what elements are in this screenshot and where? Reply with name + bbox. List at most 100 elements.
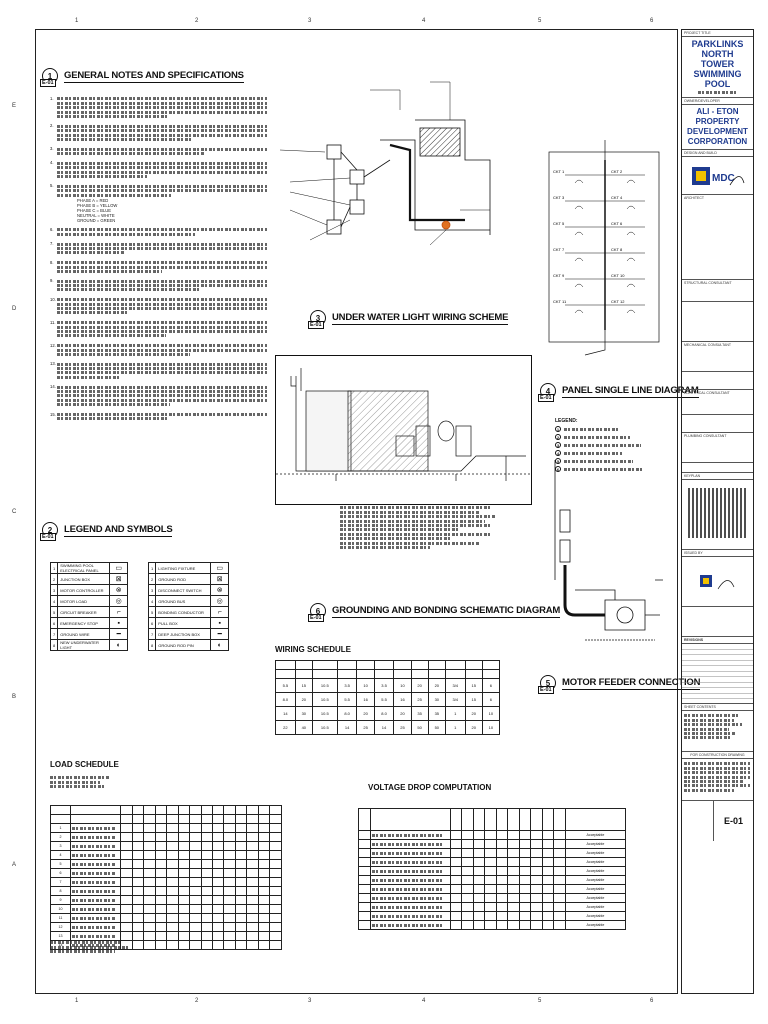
load-cell xyxy=(177,859,191,869)
load-cell xyxy=(166,850,179,860)
general-note-item: 10. xyxy=(50,297,275,316)
load-schedule-header xyxy=(50,775,282,790)
vdrop-header-cell xyxy=(518,808,532,831)
load-cell xyxy=(177,877,191,887)
load-cell xyxy=(257,841,271,851)
load-cell xyxy=(223,868,236,878)
load-row: 5 xyxy=(49,859,282,869)
vdrop-cell xyxy=(495,830,509,840)
breaker-symbol xyxy=(626,205,636,210)
vdrop-cell xyxy=(518,866,532,876)
grid-row-label: B xyxy=(12,694,17,700)
wiring-header-cell xyxy=(393,660,412,670)
electrical-label: ELECTRICAL CONSULTANT xyxy=(682,390,753,415)
note-number: 14. xyxy=(50,384,56,390)
load-cell xyxy=(211,832,225,842)
load-cell xyxy=(234,823,248,833)
load-row: 1 xyxy=(49,823,282,833)
wiring-cell: 3.5 xyxy=(373,678,395,693)
load-cell xyxy=(223,913,236,923)
load-cell xyxy=(234,886,248,896)
load-cell xyxy=(234,859,248,869)
vdrop-cell xyxy=(358,839,371,849)
vdrop-cell xyxy=(507,893,520,903)
load-row: 2 xyxy=(49,832,282,842)
note-number: 13. xyxy=(50,361,56,367)
load-cell xyxy=(143,868,156,878)
load-cell xyxy=(154,832,168,842)
vdrop-cell xyxy=(507,866,520,876)
wiring-cell: 20 xyxy=(356,706,375,721)
grid-column-label: 4 xyxy=(422,998,426,1004)
load-cell xyxy=(131,823,145,833)
sld-circuit-label: CKT 6 xyxy=(611,221,623,226)
load-cell xyxy=(188,904,202,914)
phase-color-note: PHASE B = YELLOW xyxy=(77,202,118,208)
note-number: 4. xyxy=(50,160,54,166)
load-cell xyxy=(234,877,248,887)
load-cell xyxy=(166,886,179,896)
vdrop-cell xyxy=(518,830,532,840)
vdrop-cell xyxy=(358,866,371,876)
load-cell xyxy=(223,859,236,869)
legend-index: 4 xyxy=(49,595,59,607)
project-address xyxy=(682,91,753,98)
vdrop-header-cell xyxy=(541,808,555,831)
grid-column-label: 3 xyxy=(308,18,312,24)
load-row: 8 xyxy=(49,886,282,896)
wiring-cell: 3/4 xyxy=(444,692,466,707)
load-cell xyxy=(154,886,168,896)
load-cell xyxy=(200,886,214,896)
load-cell xyxy=(269,823,282,833)
load-cell xyxy=(120,868,133,878)
wiring-cell: 16 xyxy=(393,692,412,707)
wiring-cell: 20 xyxy=(427,678,446,693)
underwater-title: UNDER WATER LIGHT WIRING SCHEME xyxy=(332,311,509,325)
legend-index: 8 xyxy=(49,639,59,651)
wiring-cell: 10.5 xyxy=(311,692,338,707)
load-cell xyxy=(188,922,202,932)
vdrop-row: Acceptable xyxy=(358,848,627,858)
general-disclaimer xyxy=(682,759,753,801)
wiring-cell: 50 xyxy=(427,720,446,735)
load-cell xyxy=(200,877,214,887)
load-cell xyxy=(257,868,271,878)
load-row: 12 xyxy=(49,922,282,932)
vdrop-cell xyxy=(449,848,463,858)
vdrop-row: Acceptable xyxy=(358,839,627,849)
load-cell xyxy=(246,841,259,851)
load-cell xyxy=(131,877,145,887)
sld-circuit-label: CKT 4 xyxy=(611,195,623,200)
vdrop-row: Acceptable xyxy=(358,911,627,921)
load-cell xyxy=(234,832,248,842)
vdrop-cell xyxy=(541,920,555,930)
vdrop-cell xyxy=(541,884,555,894)
load-cell xyxy=(269,922,282,932)
load-header-cell xyxy=(49,814,72,824)
load-cell xyxy=(257,895,271,905)
wiring-cell: 8.0 xyxy=(373,706,395,721)
vdrop-header-cell xyxy=(461,808,474,831)
vdrop-cell xyxy=(495,857,509,867)
motor-legend-item: 6 xyxy=(555,466,644,472)
load-cell xyxy=(131,859,145,869)
vdrop-cell xyxy=(369,884,451,894)
drawing-status: FOR CONSTRUCTION DRAWING xyxy=(682,751,753,759)
load-cell xyxy=(143,823,156,833)
vdrop-header-cell xyxy=(484,808,497,831)
grid-row-label: D xyxy=(12,306,17,312)
issued-by-logo xyxy=(682,557,753,607)
load-cell xyxy=(154,850,168,860)
legend-description: JUNCTION BOX xyxy=(57,573,111,585)
wiring-header-cell xyxy=(336,660,358,670)
wiring-cell: 16 xyxy=(356,692,375,707)
wiring-cell: 35 xyxy=(427,706,446,721)
load-cell: 1 xyxy=(49,823,72,833)
load-cell xyxy=(131,922,145,932)
load-cell: 11 xyxy=(49,913,72,923)
